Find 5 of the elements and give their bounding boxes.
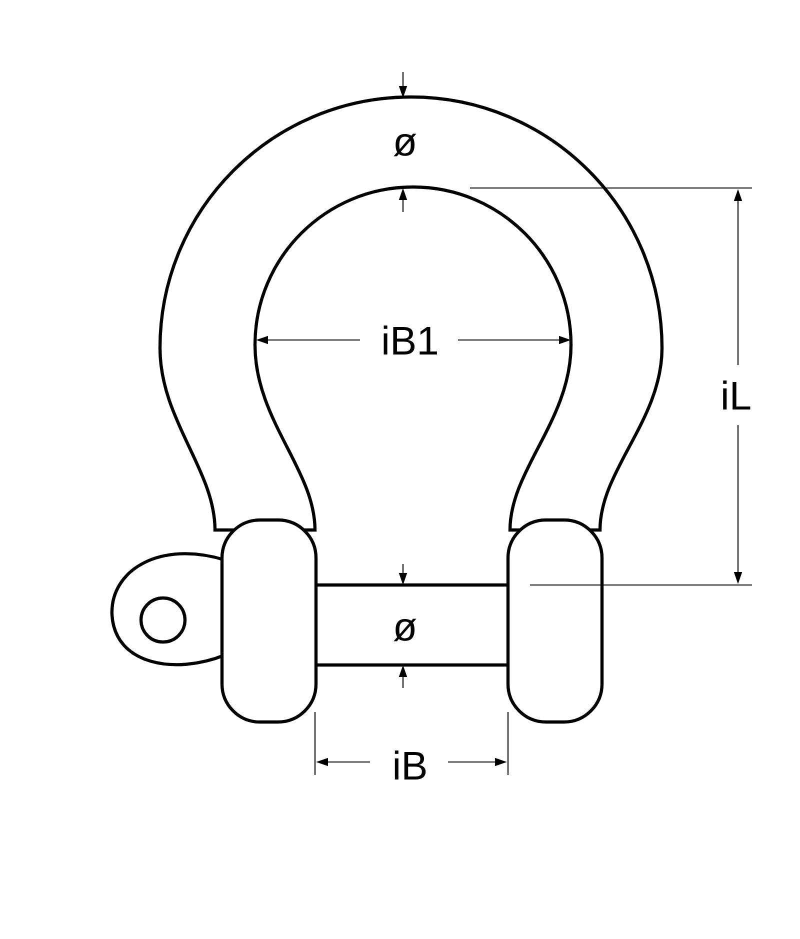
dimension-label: iB	[394, 750, 426, 780]
dimension-label: iB1	[384, 326, 437, 354]
dimension-label: iL	[723, 380, 750, 410]
dimension-label: ø	[394, 618, 416, 642]
dimension-label: ø	[394, 134, 416, 156]
